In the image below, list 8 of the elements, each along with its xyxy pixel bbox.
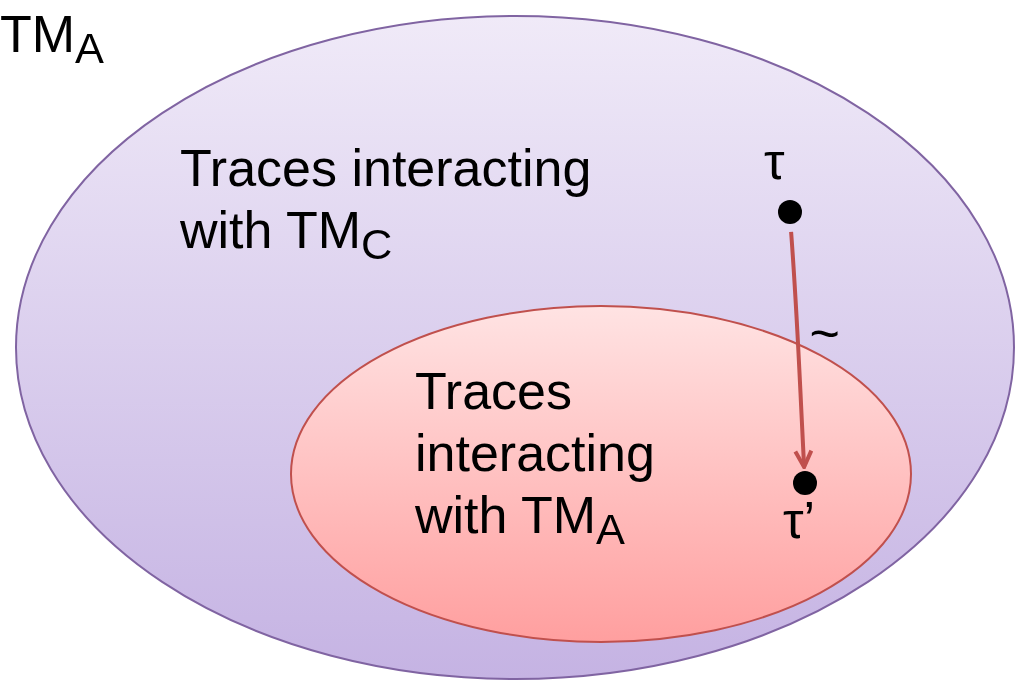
trace-symbol: τ’ xyxy=(783,490,816,551)
set-description: Traces interacting with TM$_{C}$ xyxy=(180,138,593,271)
arrow xyxy=(789,231,814,469)
set-ellipse xyxy=(290,305,912,643)
trace-symbol: τ xyxy=(764,131,785,192)
edge-label: ~ xyxy=(809,303,840,365)
set-description: Traces interacting with TM$_{A}$ xyxy=(415,361,656,556)
set-label: TM$_{A}$ xyxy=(0,4,105,75)
